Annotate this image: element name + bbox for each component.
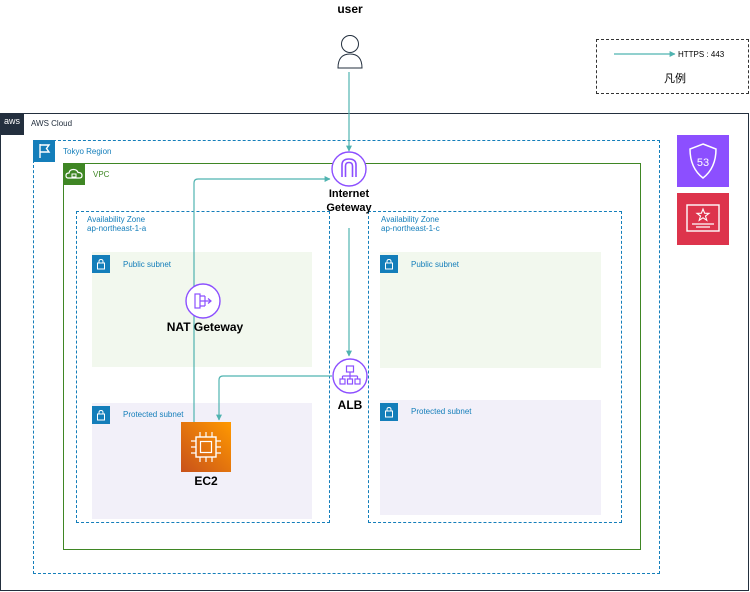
route53-number: 53 (697, 157, 709, 169)
ec2-label: EC2 (194, 474, 218, 488)
lock-icon (92, 255, 110, 273)
region-flag-icon (33, 140, 55, 162)
lock-icon (380, 403, 398, 421)
az-c-label-line1: Availability Zone (381, 215, 440, 224)
vpc-cloud-icon (63, 163, 85, 185)
aws-logo-text: aws (3, 116, 20, 126)
az-c-label-line2: ap-northeast-1-c (381, 224, 440, 233)
legend-box (596, 39, 749, 94)
alb-label: ALB (337, 398, 363, 412)
arrow-alb-to-ec2 (216, 375, 332, 421)
internet-gateway-icon[interactable] (331, 151, 367, 187)
public-subnet-a-label: Public subnet (123, 260, 172, 269)
legend-title: 凡例 (664, 73, 686, 85)
user-label: user (337, 2, 363, 16)
public-subnet-c (380, 252, 601, 368)
nat-gateway-icon[interactable] (185, 283, 221, 319)
public-subnet-c-label: Public subnet (411, 260, 460, 269)
aws-logo: aws (0, 113, 24, 135)
region-label: Tokyo Region (63, 147, 112, 156)
user-icon (335, 33, 365, 69)
az-a-container (76, 211, 330, 523)
legend-arrow-label: HTTPS : 443 (678, 50, 725, 59)
route53-icon[interactable]: 53 (677, 135, 729, 187)
internet-gateway-label-line1: Internet (328, 188, 370, 200)
az-a-label-line1: Availability Zone (87, 215, 146, 224)
arrow-ec2-to-igw (193, 176, 331, 422)
protected-subnet-a-label: Protected subnet (123, 410, 184, 419)
vpc-label: VPC (93, 170, 110, 179)
internet-gateway-label-line2: Geteway (326, 202, 372, 214)
protected-subnet-c-label: Protected subnet (411, 407, 472, 416)
aws-cloud-label: AWS Cloud (31, 119, 73, 128)
az-a-label-line2: ap-northeast-1-a (87, 224, 147, 233)
aws-cloud-container (0, 113, 749, 591)
az-c-container (368, 211, 622, 523)
protected-subnet-c (380, 400, 601, 515)
lock-icon (92, 406, 110, 424)
certificate-manager-icon[interactable] (677, 193, 729, 245)
region-container (33, 140, 660, 574)
ec2-icon[interactable] (181, 422, 231, 472)
nat-gateway-label: NAT Geteway (166, 320, 244, 334)
lock-icon (380, 255, 398, 273)
alb-icon[interactable] (332, 358, 368, 394)
